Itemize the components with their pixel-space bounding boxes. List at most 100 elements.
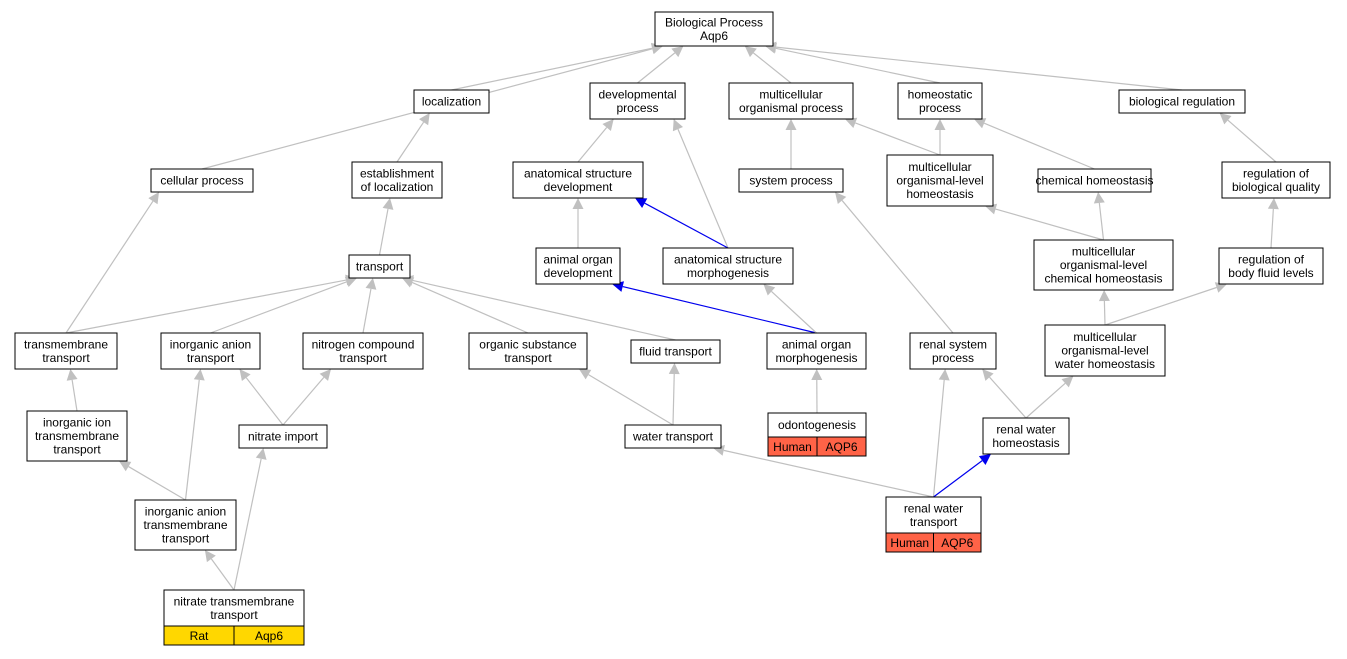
node-water[interactable]: water transport <box>624 424 722 449</box>
node-box <box>897 82 983 120</box>
node-cell[interactable]: cellular process <box>150 168 254 193</box>
edge-asm-to-asd <box>644 202 729 249</box>
node-label: establishment <box>360 166 435 180</box>
edge-ntt-to-nimp <box>233 458 262 591</box>
arrowhead-dev-to-bp <box>671 46 684 58</box>
node-label: process <box>919 101 961 115</box>
node-box <box>26 410 128 462</box>
edge-rwt-to-rsp <box>932 379 945 498</box>
arrowhead-asm-to-dev <box>672 119 684 132</box>
node-label: renal water <box>996 422 1055 436</box>
edge-layer <box>65 41 1279 591</box>
arrowhead-ntt-to-nimp <box>255 448 267 460</box>
node-breg[interactable]: biological regulation <box>1118 89 1246 114</box>
edge-asd-to-dev <box>577 127 608 163</box>
node-box <box>728 82 854 120</box>
node-label: regulation of <box>1243 166 1310 180</box>
node-chem[interactable]: chemical homeostasis <box>1035 168 1154 193</box>
node-label: nitrate import <box>248 430 319 444</box>
edge-rsp-to-sysp <box>841 200 954 334</box>
node-label: fluid transport <box>639 345 712 359</box>
node-box <box>468 332 588 370</box>
arrowhead-iatt-to-iat <box>193 369 205 381</box>
node-box <box>348 254 411 279</box>
arrowhead-rbq-to-breg <box>1219 113 1232 125</box>
node-label: inorganic anion <box>170 337 251 351</box>
node-label: transport <box>210 608 258 622</box>
arrowhead-transport-to-estloc <box>382 198 394 210</box>
node-loc[interactable]: localization <box>413 89 490 114</box>
node-box <box>14 332 118 370</box>
node-transport[interactable]: transport <box>348 254 411 279</box>
arrowhead-rbfl-to-rbq <box>1267 198 1279 210</box>
edge-estloc-to-loc <box>396 121 425 163</box>
node-fluid[interactable]: fluid transport <box>630 339 721 364</box>
arrowhead-mlch-to-chem <box>1093 192 1105 204</box>
edge-aom-to-asm <box>771 291 817 334</box>
node-label: nitrogen compound <box>312 337 415 351</box>
node-nimp[interactable]: nitrate import <box>238 424 328 449</box>
node-label: odontogenesis <box>778 418 856 432</box>
node-label: developmental <box>598 87 676 101</box>
arrowhead-aod-to-asd <box>572 198 584 209</box>
node-box <box>535 247 621 285</box>
node-label: renal system <box>919 337 987 351</box>
node-label: inorganic ion <box>43 416 111 430</box>
node-box <box>630 339 721 364</box>
node-box <box>1218 247 1324 285</box>
node-sysp[interactable]: system process <box>738 168 844 193</box>
node-box <box>163 589 305 627</box>
node-label: homeostasis <box>992 436 1059 450</box>
node-label: transport <box>42 351 90 365</box>
arrowhead-water-to-ost <box>579 369 592 380</box>
edge-mlwh-to-mlch <box>1103 300 1106 326</box>
edge-iatt-to-iitt <box>128 466 186 501</box>
arrowhead-mop-to-bp <box>744 46 757 58</box>
node-box <box>767 412 867 438</box>
node-label: transmembrane <box>35 429 119 443</box>
node-box <box>589 82 686 120</box>
arrowhead-mlh-to-homp <box>934 119 946 130</box>
node-label: transport <box>187 351 235 365</box>
edge-ntt-to-iatt <box>210 558 235 591</box>
edge-rwh-to-mlwh <box>1025 382 1066 419</box>
node-label: transmembrane <box>143 518 227 532</box>
edge-transport-to-estloc <box>378 208 389 256</box>
node-label: transport <box>504 351 552 365</box>
tag-cell <box>816 436 867 457</box>
node-label: transport <box>910 515 958 529</box>
tag-label: AQP6 <box>941 536 973 550</box>
node-label: Aqp6 <box>700 29 728 43</box>
tag-label: Human <box>890 536 929 550</box>
node-box <box>1118 89 1246 114</box>
arrowhead-nimp-to-nct <box>319 369 331 381</box>
node-box <box>351 161 443 199</box>
edge-mlwh-to-rbfl <box>1104 286 1217 326</box>
